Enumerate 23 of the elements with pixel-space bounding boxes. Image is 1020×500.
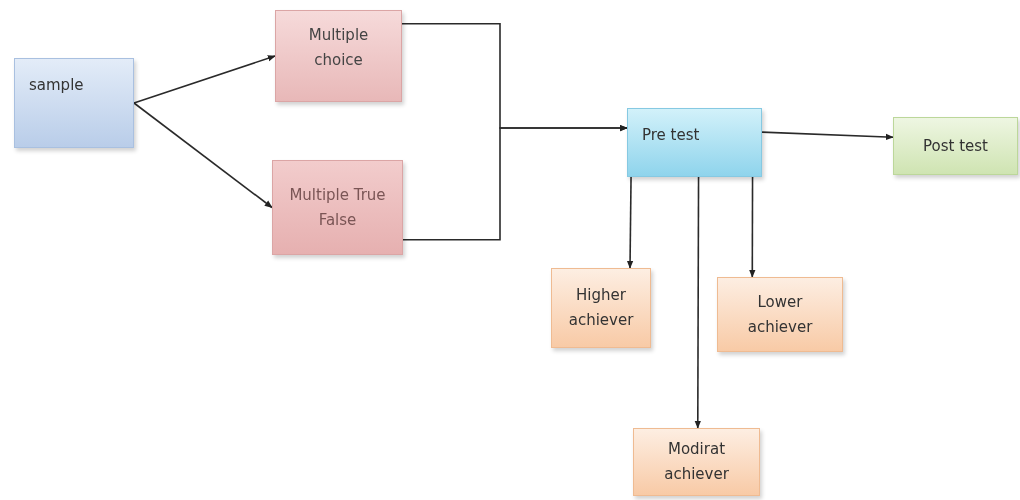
box-label: Pre test [642,125,700,146]
process-box [275,10,402,102]
arrow [133,102,273,209]
process-box [272,160,403,255]
arrow [694,176,701,429]
process-box [717,277,843,352]
process-box [633,428,760,496]
process-box [14,58,134,148]
box-label: Lower achiever [746,291,814,338]
arrow [761,131,894,141]
box-label: Multiple True False [288,184,387,231]
process-box [627,108,762,177]
arrow [749,176,756,278]
box-label: Higher achiever [567,285,635,331]
box-label: Multiple choice [307,25,370,71]
arrow [626,176,634,269]
box-label: Post test [923,135,988,157]
box-label: sample [29,75,84,96]
arrow [402,124,628,241]
box-label: Modirat achiever [663,439,730,485]
process-box [893,117,1018,175]
arrow [133,55,276,104]
process-box [551,268,651,348]
